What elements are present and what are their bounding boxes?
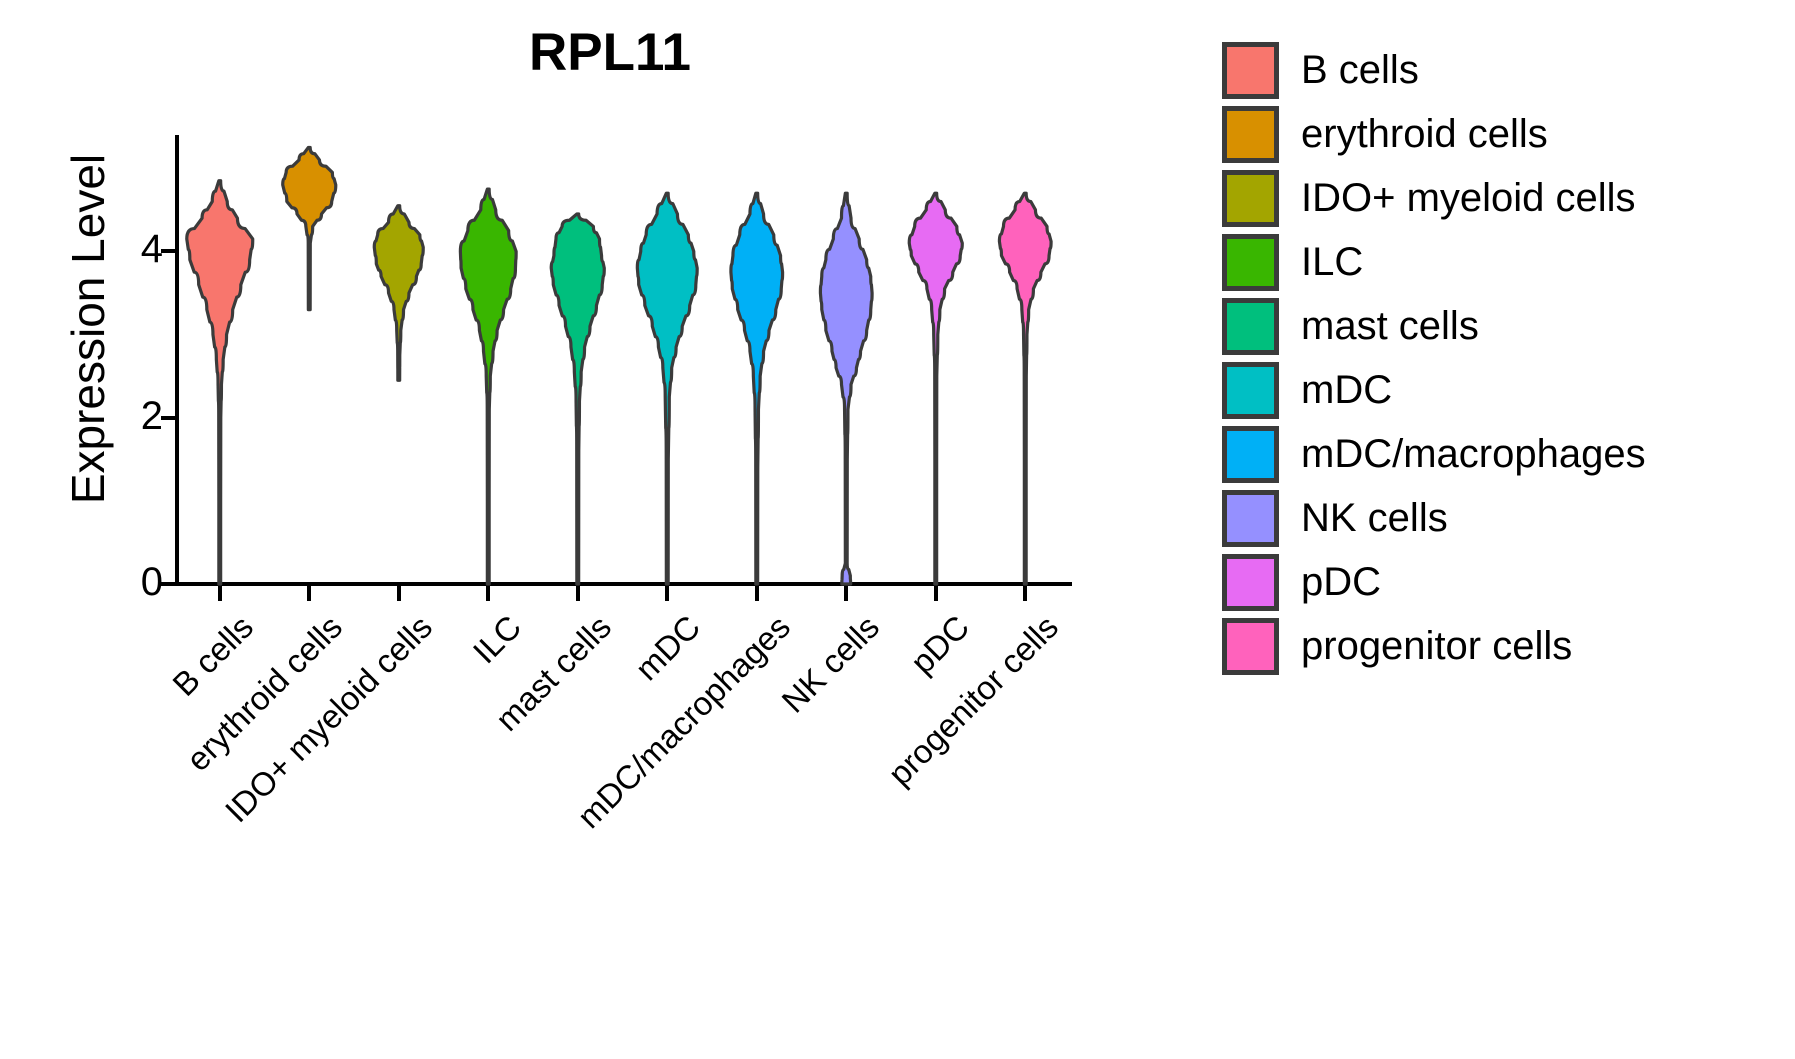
legend-item-erythroid-cells[interactable]: erythroid cells xyxy=(1222,102,1782,166)
violin-shape[interactable] xyxy=(635,191,699,586)
x-tick-mark xyxy=(396,586,401,601)
y-axis-line xyxy=(175,135,179,584)
legend-item-nk-cells[interactable]: NK cells xyxy=(1222,486,1782,550)
violin-shape[interactable] xyxy=(729,191,785,586)
legend-label: mast cells xyxy=(1301,304,1479,348)
legend-label: pDC xyxy=(1301,560,1382,604)
x-tick-mark xyxy=(933,586,938,601)
legend-label: erythroid cells xyxy=(1301,112,1548,156)
legend-swatch xyxy=(1222,489,1279,547)
violin-plot-figure: RPL11 Expression Level 0 2 4 B cells erythr… xyxy=(62,23,1782,835)
legend-swatch xyxy=(1222,169,1279,227)
legend-label: NK cells xyxy=(1301,496,1448,540)
legend-label: mDC/macrophages xyxy=(1301,432,1646,476)
violin-shape[interactable] xyxy=(549,212,606,586)
y-tick-mark xyxy=(161,415,175,420)
x-axis-line xyxy=(175,582,1072,586)
legend-item-progenitor-cells[interactable]: progenitor cells xyxy=(1222,614,1782,678)
legend-item-ido-myeloid-cells[interactable]: IDO+ myeloid cells xyxy=(1222,166,1782,230)
legend-item-b-cells[interactable]: B cells xyxy=(1222,38,1782,102)
legend-swatch xyxy=(1222,425,1279,483)
y-tick-label: 2 xyxy=(140,393,163,438)
y-tick-label: 4 xyxy=(140,227,163,272)
x-tick-mark xyxy=(665,586,670,601)
x-tick-mark xyxy=(307,586,312,601)
legend-swatch xyxy=(1222,105,1279,163)
page-title: RPL11 xyxy=(528,23,692,82)
legend-item-pdc[interactable]: pDC xyxy=(1222,550,1782,614)
legend-label: progenitor cells xyxy=(1301,624,1573,668)
violin-shape[interactable] xyxy=(185,179,255,586)
legend-swatch xyxy=(1222,233,1279,291)
legend-label: B cells xyxy=(1301,48,1419,92)
legend-swatch xyxy=(1222,41,1279,99)
legend-swatch xyxy=(1222,297,1279,355)
x-tick-mark xyxy=(754,586,759,601)
violin-series-group xyxy=(185,145,1053,586)
x-tick-mark xyxy=(575,586,580,601)
legend-item-mdc-macrophages[interactable]: mDC/macrophages xyxy=(1222,422,1782,486)
legend-swatch xyxy=(1222,361,1279,419)
legend-label: ILC xyxy=(1301,240,1364,284)
x-tick-mark xyxy=(844,586,849,601)
y-axis-title: Expression Level xyxy=(62,153,114,505)
legend-item-ilc[interactable]: ILC xyxy=(1222,230,1782,294)
y-tick-mark xyxy=(161,249,175,254)
x-tick-mark xyxy=(1023,586,1028,601)
plot-panel xyxy=(175,135,1070,586)
violin-shape[interactable] xyxy=(281,145,338,312)
legend-swatch xyxy=(1222,617,1279,675)
legend-label: IDO+ myeloid cells xyxy=(1301,176,1636,220)
legend-swatch xyxy=(1222,553,1279,611)
x-tick-mark xyxy=(486,586,491,601)
violin-shape[interactable] xyxy=(372,204,425,382)
violin-shape[interactable] xyxy=(997,191,1053,586)
violin-shape[interactable] xyxy=(818,191,874,586)
violin-shape[interactable] xyxy=(458,187,518,586)
legend-item-mast-cells[interactable]: mast cells xyxy=(1222,294,1782,358)
violin-shape[interactable] xyxy=(907,191,964,586)
x-tick-mark xyxy=(217,586,222,601)
legend-label: mDC xyxy=(1301,368,1393,412)
legend-item-mdc[interactable]: mDC xyxy=(1222,358,1782,422)
y-tick-mark xyxy=(161,582,175,586)
y-tick-label: 0 xyxy=(140,560,163,604)
